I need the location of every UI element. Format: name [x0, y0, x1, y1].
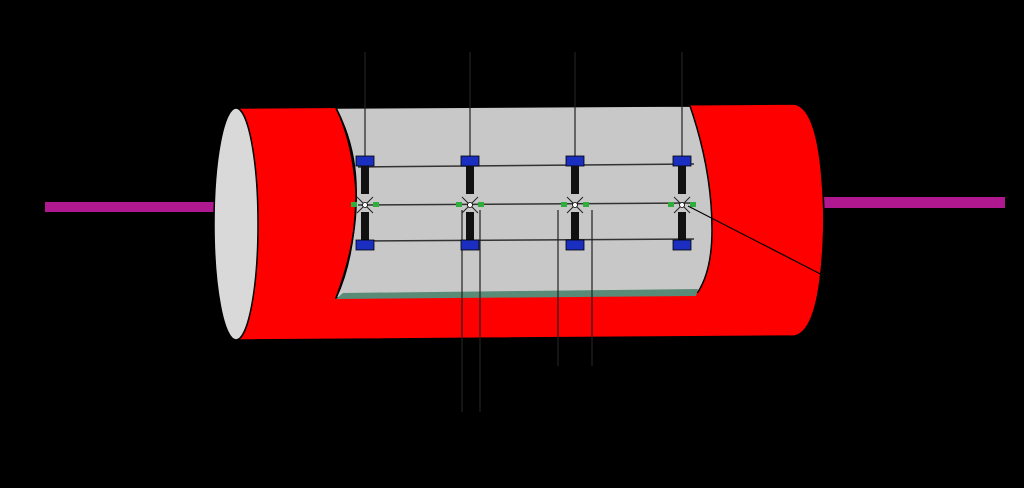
stage-center-node-icon — [467, 202, 473, 208]
stage-upper-bracket-icon — [672, 155, 692, 167]
cylinder-right-edge — [794, 103, 825, 337]
stage-upper-bracket-icon — [355, 155, 375, 167]
stages-group — [351, 52, 696, 412]
stage-node-left-icon — [351, 202, 357, 207]
inner-window — [334, 105, 713, 299]
stage-center-node-icon — [362, 202, 368, 208]
stage-center-node-icon — [572, 202, 578, 208]
floor-strip — [336, 289, 698, 299]
stage-lower-post-icon — [466, 212, 474, 240]
upper-guide-wire — [357, 163, 695, 168]
cylinder-left-end — [213, 107, 259, 341]
stage-upper-bracket-icon — [565, 155, 585, 167]
stage-lower-post-icon — [361, 212, 369, 240]
stage-node-right-icon — [583, 202, 589, 207]
stage-upper-post-icon — [571, 166, 579, 194]
lower-guide-wire — [357, 238, 695, 242]
stage-node-left-icon — [561, 202, 567, 207]
stage-node-left-icon — [456, 202, 462, 207]
center-guide-wire — [357, 202, 695, 206]
pointer-line-icon — [687, 205, 839, 284]
stage-upper-post-icon — [678, 166, 686, 194]
stage-lower-bracket-icon — [565, 239, 585, 251]
stage-node-right-icon — [373, 202, 379, 207]
stage-node-left-icon — [668, 202, 674, 207]
stage-upper-bracket-icon — [460, 155, 480, 167]
cutaway-left-edge — [335, 107, 357, 299]
stage-lower-bracket-icon — [672, 239, 692, 251]
stage-upper-post-icon — [466, 166, 474, 194]
stage-lower-post-icon — [678, 212, 686, 240]
stage-node-right-icon — [690, 202, 696, 207]
stage-lower-bracket-icon — [355, 239, 375, 251]
stage-lower-post-icon — [571, 212, 579, 240]
stage-node-right-icon — [478, 202, 484, 207]
stage-lower-bracket-icon — [460, 239, 480, 251]
stage-upper-post-icon — [361, 166, 369, 194]
rod-left-icon — [45, 202, 237, 212]
rod-right-icon — [812, 197, 1005, 208]
stage-center-node-icon — [679, 202, 685, 208]
